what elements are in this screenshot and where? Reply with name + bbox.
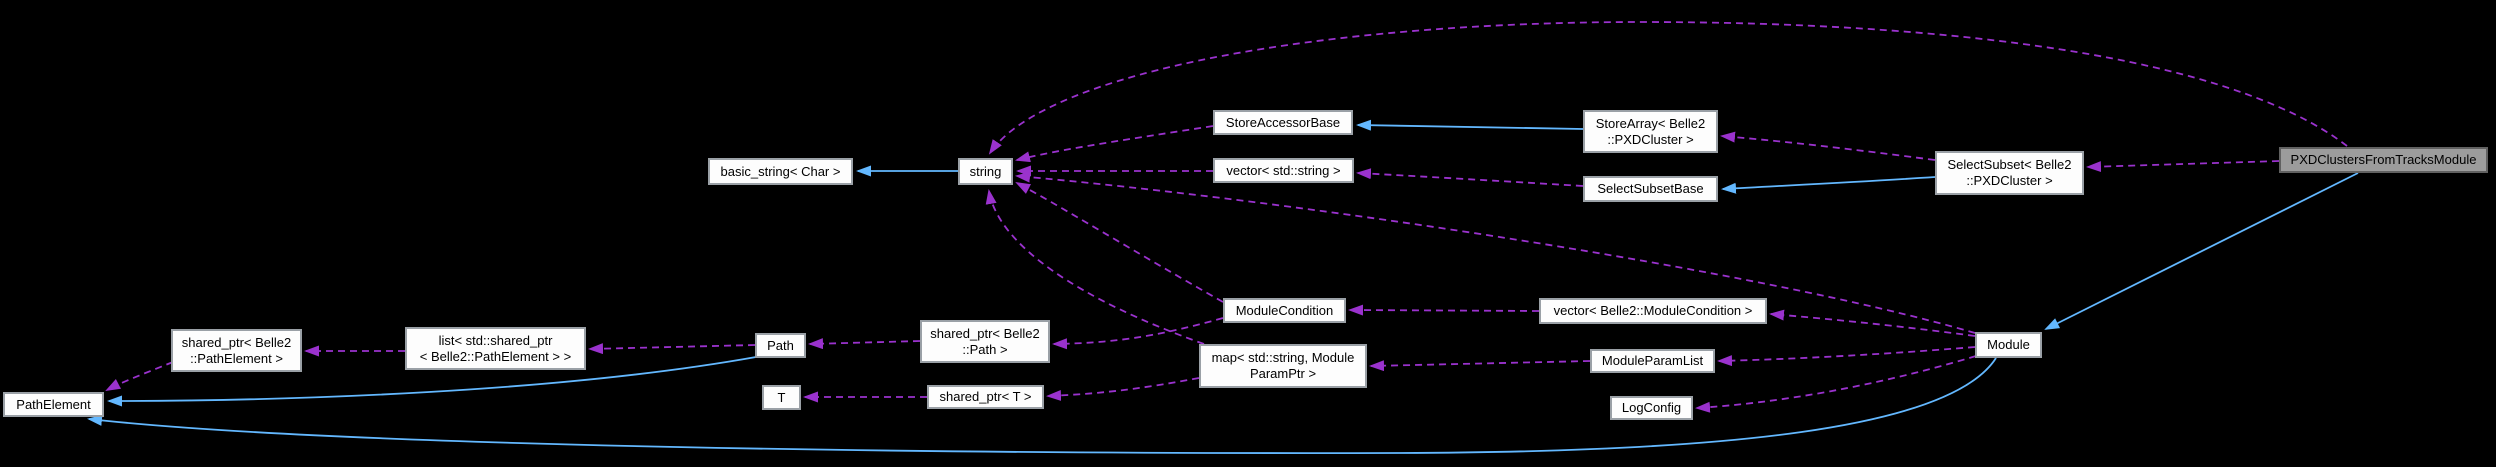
edge-vector-module-condition-to-module-condition (1348, 304, 1540, 316)
node-label: T (777, 389, 786, 405)
edge-module-to-log-config (1695, 355, 1977, 413)
node-label: SelectSubset< Belle2 (1947, 157, 2072, 172)
node-list-shared-ptr-path-element[interactable]: list< std::shared_ptr< Belle2::PathEleme… (405, 327, 586, 370)
edge-pxd-module-to-select-subset (2086, 160, 2280, 173)
node-label: ModuleParamList (1601, 353, 1704, 368)
edge-store-accessor-base-to-string (1015, 125, 1214, 163)
node-label: PXDClustersFromTracksModule (2290, 152, 2477, 167)
edge-path-to-list (588, 343, 756, 355)
node-label: LogConfig (1621, 400, 1682, 415)
node-string[interactable]: string (958, 158, 1013, 185)
node-label: shared_ptr< Belle2 (930, 325, 1040, 341)
edge-pxd-module-to-module (2044, 172, 2359, 330)
node-label: ::PathElement > (190, 350, 283, 366)
node-shared-ptr-path[interactable]: shared_ptr< Belle2::Path > (920, 320, 1050, 363)
node-vector-std-string[interactable]: vector< std::string > (1213, 158, 1354, 183)
edge-select-subset-base-to-vector-std-string (1356, 168, 1584, 187)
node-log-config[interactable]: LogConfig (1610, 396, 1693, 420)
node-label: vector< Belle2::ModuleCondition > (1553, 303, 1753, 318)
edge-module-condition-to-string (1015, 182, 1224, 303)
node-label: ::PXDCluster > (1966, 173, 2053, 188)
node-module[interactable]: Module (1975, 332, 2042, 358)
node-label: map< std::string, Module (1211, 350, 1355, 365)
node-store-accessor-base[interactable]: StoreAccessorBase (1213, 110, 1353, 135)
node-shared-ptr-path-element[interactable]: shared_ptr< Belle2::PathElement > (171, 329, 302, 372)
edge-select-subset-to-store-array (1720, 131, 1936, 161)
node-store-array-pxdcluster[interactable]: StoreArray< Belle2::PXDCluster > (1583, 110, 1718, 153)
node-module-condition[interactable]: ModuleCondition (1223, 298, 1346, 323)
edge-shared-ptr-path-element-to-path-element (105, 361, 174, 391)
edge-module-to-path-element (87, 357, 1997, 454)
node-module-param-list[interactable]: ModuleParamList (1590, 349, 1715, 373)
node-label: ParamPtr > (1249, 366, 1317, 381)
node-label: ::PXDCluster > (1607, 131, 1694, 147)
node-label: SelectSubsetBase (1597, 181, 1704, 196)
node-label: PathElement (16, 396, 91, 412)
edge-select-subset-to-select-subset-base (1721, 176, 1936, 194)
node-label: StoreArray< Belle2 (1595, 115, 1706, 131)
node-t[interactable]: T (762, 385, 801, 410)
node-select-subset-base[interactable]: SelectSubsetBase (1583, 176, 1718, 202)
node-label: shared_ptr< Belle2 (181, 334, 292, 350)
node-label: vector< std::string > (1226, 162, 1341, 178)
edge-module-to-vector-module-condition (1769, 309, 1976, 337)
edge-module-to-module-param-list (1717, 346, 1976, 367)
node-label: StoreAccessorBase (1225, 114, 1341, 130)
node-label: < Belle2::PathElement > > (419, 348, 572, 364)
node-label: string (969, 163, 1002, 179)
node-label: Module (1987, 337, 2030, 352)
node-basic-string-char[interactable]: basic_string< Char > (708, 158, 853, 185)
edge-map-to-string (985, 189, 1205, 345)
edge-module-to-string (1015, 171, 1976, 334)
node-pxd-clusters-from-tracks-module[interactable]: PXDClustersFromTracksModule (2279, 147, 2488, 173)
edge-shared-ptr-path-to-path (808, 338, 921, 350)
edge-map-to-shared-ptr-t (1046, 377, 1200, 401)
edge-module-param-list-to-map (1369, 360, 1591, 372)
node-label: list< std::shared_ptr (438, 332, 553, 348)
edge-path-to-path-element (107, 356, 757, 407)
node-label: ::Path > (962, 341, 1008, 357)
node-path-element[interactable]: PathElement (3, 392, 104, 417)
node-shared-ptr-t[interactable]: shared_ptr< T > (927, 385, 1044, 409)
node-path[interactable]: Path (755, 333, 806, 358)
node-vector-module-condition[interactable]: vector< Belle2::ModuleCondition > (1539, 298, 1767, 324)
node-label: basic_string< Char > (720, 163, 841, 179)
edge-module-condition-to-shared-ptr-path (1052, 317, 1224, 350)
node-label: ModuleCondition (1235, 302, 1334, 318)
edge-store-array-to-store-accessor-base (1356, 119, 1584, 131)
edge-pxd-module-to-string (988, 21, 2348, 155)
node-select-subset-pxdcluster[interactable]: SelectSubset< Belle2::PXDCluster > (1935, 151, 2084, 195)
node-label: Path (767, 337, 794, 353)
node-label: shared_ptr< T > (939, 389, 1032, 404)
